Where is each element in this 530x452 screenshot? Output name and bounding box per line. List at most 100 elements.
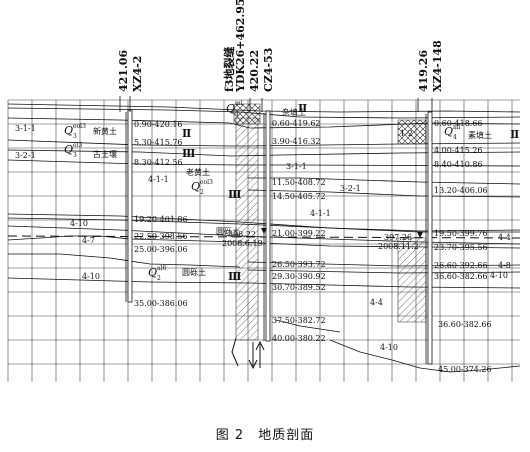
- water-level-markers: 398.22 2008.6.19 397.26 2008.11.2: [222, 228, 423, 251]
- depth-labels: 0.90-420.16 5.30-415.76 8.30-412.56 19.2…: [134, 119, 492, 374]
- depth-label: 37.50-382.72: [272, 316, 326, 325]
- depth-label: 19.20-401.86: [134, 215, 188, 224]
- borehole-column-cz4-53: [265, 110, 271, 342]
- svg-text:2: 2: [157, 275, 161, 282]
- svg-text:al6: al6: [157, 265, 166, 272]
- svg-text:ml: ml: [453, 124, 461, 131]
- borehole-id: XZ4-2: [131, 56, 144, 92]
- depth-label: 13.20-406.06: [434, 186, 488, 195]
- depth-label: 36.60-382.66: [434, 272, 488, 281]
- boundary-line: [7, 235, 521, 249]
- layer-code: 4-1-1: [148, 175, 169, 184]
- stratum-label: Q el3 3 古土壤: [64, 142, 117, 159]
- roman-numeral: Ⅲ: [182, 147, 195, 160]
- depth-label: 29.30-390.92: [272, 272, 326, 281]
- roman-numeral: Ⅱ: [510, 128, 519, 141]
- depth-label: 25.00-396.06: [134, 245, 188, 254]
- roman-numeral: Ⅱ: [182, 127, 191, 140]
- depth-label: 22.50-398.56: [134, 232, 188, 241]
- depth-label: 0.60-419.62: [272, 119, 321, 128]
- svg-text:Q: Q: [64, 143, 73, 156]
- water-level-date: 2008.11.2: [378, 242, 419, 251]
- layer-code: 4-10: [490, 271, 508, 280]
- fault-name: f3地裂缝: [222, 47, 236, 92]
- layer-code: 4-10: [82, 272, 100, 281]
- fault-arrow-up: [255, 340, 265, 368]
- depth-label: 8.30-412.56: [134, 158, 183, 167]
- boundary-line: [248, 177, 521, 185]
- figure-caption: 图 2 地质剖面: [215, 428, 315, 443]
- layer-code: 3-2-1: [15, 151, 36, 160]
- svg-text:圆砾土: 圆砾土: [182, 267, 206, 277]
- layer-code: 4-1-1: [310, 209, 331, 218]
- depth-label: 23.70-395.56: [434, 243, 488, 252]
- layer-code: 3-2-1: [340, 184, 361, 193]
- depth-label: 5.30-415.76: [134, 138, 183, 147]
- stratum-label: Q eol3 2 老黄土: [186, 167, 213, 196]
- borehole-id: CZ4-53: [262, 48, 275, 92]
- layer-code: 4-7: [82, 236, 95, 245]
- layer-codes: 3-1-1 3-2-1 4-1-1 3-1-1 3-2-1 4-1-1 4-10…: [15, 124, 511, 352]
- depth-label: 3.90-416.32: [272, 137, 321, 146]
- boundary-line: [8, 253, 241, 268]
- strata-labels: Q eol3 3 新黄土 Q el3 3 古土壤 Q eol3 2 老黄土 Q …: [64, 100, 492, 282]
- svg-text:杂填土: 杂填土: [282, 107, 306, 117]
- roman-numeral: Ⅱ: [298, 102, 307, 115]
- stratum-label: Q al6 2 圆砾土: [148, 265, 206, 282]
- borehole-headers: 421.06 XZ4-2 f3地裂缝 YDK26+462.955 420.22 …: [117, 0, 444, 112]
- svg-text:3: 3: [73, 152, 77, 159]
- depth-label: 21.00-399.22: [272, 229, 326, 238]
- roman-numeral: Ⅲ: [228, 270, 241, 283]
- depth-label: 0.60-418.66: [434, 119, 483, 128]
- depth-label: 45.00-374.26: [438, 365, 492, 374]
- layer-code: 4-10: [380, 343, 398, 352]
- borehole-column-xz4-148: [427, 111, 433, 365]
- borehole-elevation: 419.26: [417, 50, 430, 92]
- borehole-elevation: 420.22: [248, 50, 261, 92]
- roman-numerals: Ⅱ Ⅲ Ⅲ Ⅲ Ⅱ Ⅱ: [182, 102, 519, 283]
- depth-label: 0.90-420.16: [134, 120, 183, 129]
- svg-text:老黄土: 老黄土: [186, 167, 210, 177]
- stratum-label: Q eol3 3 新黄土: [64, 123, 117, 140]
- borehole-elevation: 421.06: [117, 50, 130, 92]
- fault-arrow-down: [248, 342, 258, 370]
- boundary-line: [329, 339, 521, 373]
- borehole-columns: [125, 109, 433, 365]
- svg-text:2: 2: [200, 189, 204, 196]
- depth-label: 26.60-392.66: [434, 261, 488, 270]
- hatched-zone: [233, 103, 261, 125]
- boundary-line: [7, 213, 521, 232]
- layer-code: 4-8: [498, 261, 511, 270]
- svg-text:el3: el3: [73, 142, 82, 149]
- depth-label: 11.50-408.72: [272, 178, 326, 187]
- svg-text:3: 3: [73, 133, 77, 140]
- borehole-id: XZ4-148: [431, 40, 444, 92]
- svg-text:Q: Q: [191, 180, 200, 193]
- roman-numeral: Ⅲ: [228, 188, 241, 201]
- svg-text:Q: Q: [226, 102, 235, 115]
- svg-text:4: 4: [453, 134, 457, 141]
- boundary-line: [247, 189, 521, 198]
- water-level-icon: [417, 232, 423, 238]
- water-level-value: 398.22: [228, 230, 256, 239]
- svg-text:素填土: 素填土: [468, 130, 492, 140]
- layer-code: 1-2: [400, 129, 413, 138]
- svg-text:ml: ml: [235, 100, 243, 107]
- svg-text:eol3: eol3: [73, 123, 86, 130]
- svg-text:Q: Q: [64, 124, 73, 137]
- depth-label: 36.60-382.66: [438, 320, 492, 329]
- svg-text:古土壤: 古土壤: [93, 149, 117, 159]
- water-level-value: 397.26: [384, 233, 412, 242]
- svg-text:Q: Q: [444, 125, 453, 138]
- svg-text:eol3: eol3: [200, 179, 213, 186]
- water-level-icon: [261, 228, 267, 234]
- stratum-label: Q ml 4 素填土: [444, 124, 492, 141]
- depth-label: 40.00-380.22: [272, 334, 326, 343]
- boundary-line: [275, 319, 341, 333]
- water-level-date: 2008.6.19: [222, 239, 263, 248]
- depth-label: 8.40-410.86: [434, 160, 483, 169]
- layer-code: 3-1-1: [15, 124, 36, 133]
- svg-text:Q: Q: [148, 266, 157, 279]
- depth-label: 4.00-415.26: [434, 146, 483, 155]
- depth-label: 19.50-399.76: [434, 229, 488, 238]
